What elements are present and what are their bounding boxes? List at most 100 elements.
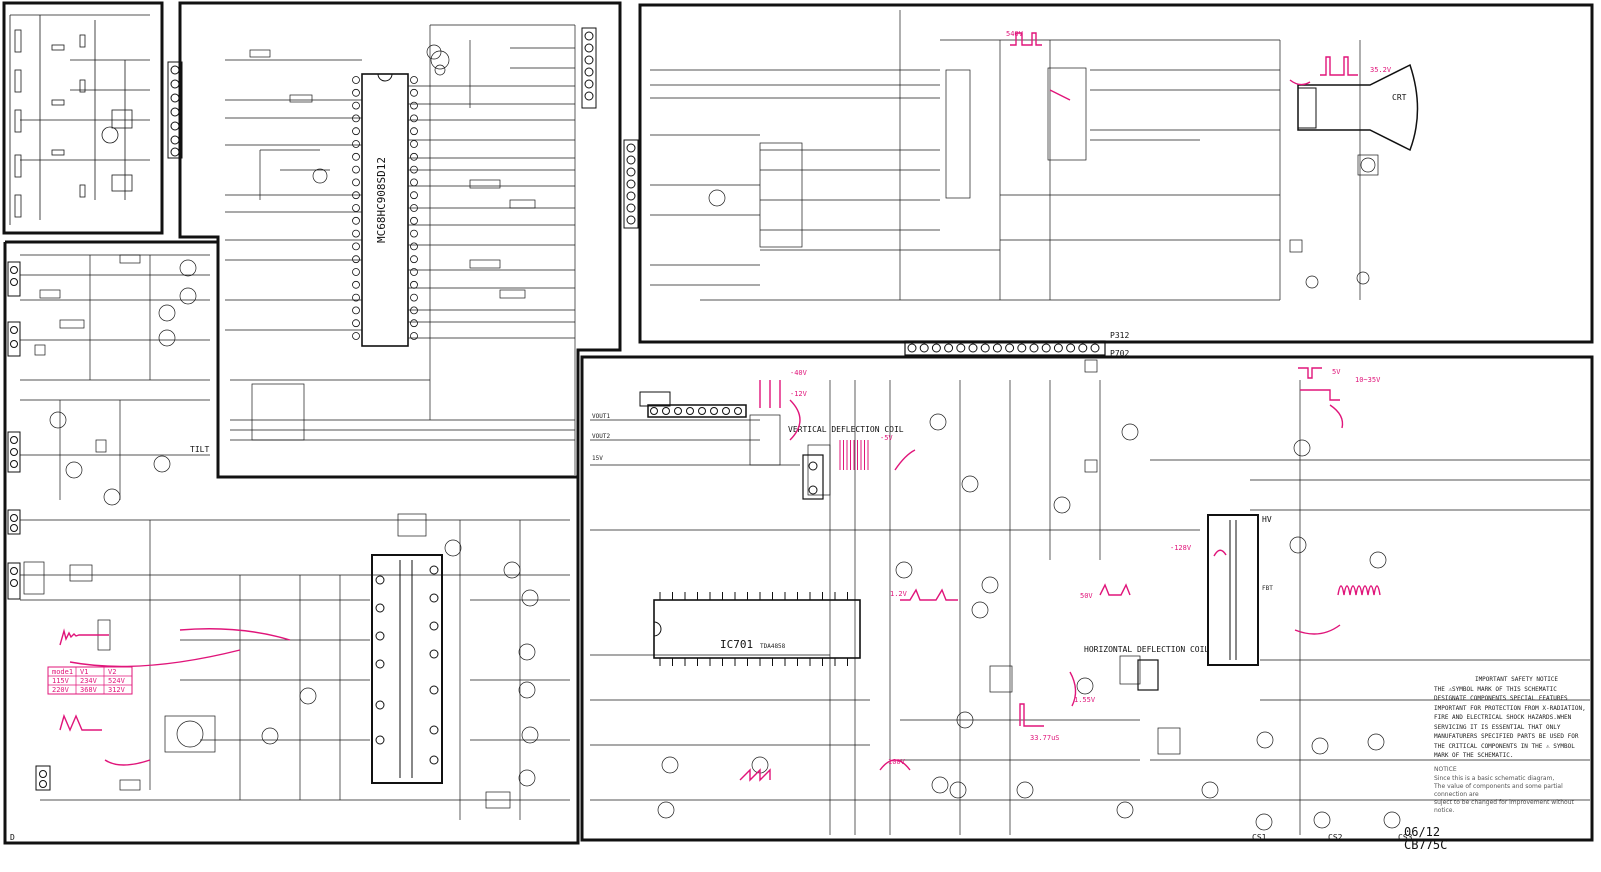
ic-pin [710, 407, 718, 415]
psu-table-cell: 312V [108, 686, 126, 694]
micro-controller-ic: MC68HC908SD12 [352, 73, 418, 347]
ic-pin [410, 127, 418, 136]
crt-board-connector-left [623, 139, 639, 229]
psu-waveforms [59, 628, 291, 766]
waveform-neg5: -5V [880, 434, 893, 442]
connector-pin [968, 343, 978, 353]
ic-pin [686, 407, 694, 415]
psu-table-header: mode1 [52, 668, 73, 676]
psu-table-cell: 115V [52, 677, 70, 685]
micro-ic-label: MC68HC908SD12 [375, 157, 388, 243]
cs3-label: CS3 [1398, 833, 1413, 842]
ic-pin [352, 319, 360, 328]
ic-pin [410, 229, 418, 238]
vout1-label: VOUT1 [592, 413, 610, 420]
ic-pin [352, 293, 360, 302]
ic-pin [410, 332, 418, 340]
vout2-label: VOUT2 [592, 433, 610, 440]
waveform-1-2v: 1.2V [890, 590, 908, 598]
safety-line: DESIGNATE COMPONENTS SPECIAL FEATURES [1434, 695, 1568, 702]
ic-pin [410, 216, 418, 225]
ic-pin [410, 140, 418, 148]
ic-pin [734, 407, 742, 415]
waveform-10-35v: 10~35V [1355, 376, 1381, 384]
ic-pin [722, 407, 730, 415]
safety-title: IMPORTANT SAFETY NOTICE [1474, 676, 1559, 683]
p312-connector: P312 P702 [904, 331, 1129, 358]
vertical-coil-label: VERTICAL DEFLECTION COIL [788, 425, 904, 434]
ic701-label: IC701 [720, 638, 753, 651]
safety-line: FIRE AND ELECTRICAL SHOCK HAZARDS.WHEN [1434, 714, 1572, 721]
fbt-transformer: HV FBT [1207, 514, 1273, 666]
deflection-waveforms: -40V -12V -5V 5V 10~35V 1.2V 50V 33.77uS… [739, 367, 1381, 782]
ic-pin [410, 114, 418, 123]
ic-pin [410, 268, 418, 276]
ic-pin [410, 178, 418, 187]
ic-pin [352, 178, 360, 187]
ic-pin [662, 407, 670, 415]
horizontal-coil-label: HORIZONTAL DEFLECTION COIL [1084, 645, 1209, 654]
ic-pin [410, 191, 418, 200]
model-footer: 06/12 CB775C [1404, 826, 1447, 852]
ic-pin [410, 101, 418, 110]
connector-pin [1053, 343, 1063, 353]
waveform-neg12: -12V [790, 390, 808, 398]
ic-pin [674, 407, 682, 415]
safety-line: IMPORTANT FOR PROTECTION FROM X-RADIATIO… [1434, 704, 1586, 712]
connector-pin [1090, 343, 1100, 353]
connector-pin [992, 343, 1002, 353]
connector-pin [1041, 343, 1051, 353]
waveform-100v: 100V [888, 758, 906, 766]
safety-notice: IMPORTANT SAFETY NOTICE THE ⚠SYMBOL MARK… [1434, 675, 1599, 761]
ic-pin [352, 306, 360, 315]
connector-pin [1078, 343, 1088, 353]
left-mid-circuit [20, 254, 210, 506]
ic-pin [352, 332, 360, 340]
connector-pin [931, 343, 941, 353]
safety-line: SERVICING IT IS ESSENTIAL THAT ONLY [1434, 723, 1561, 731]
psu-table-cell: 524V [108, 677, 126, 685]
ic-pin [352, 140, 360, 148]
connector-pin [1017, 343, 1027, 353]
left-mid-connectors [7, 261, 51, 791]
transformer-t901 [371, 554, 443, 784]
connector-pin [1005, 343, 1015, 353]
cs2-label: CS2 [1328, 833, 1343, 842]
ic-pin [352, 152, 360, 161]
ic-pin [352, 127, 360, 136]
notice-line: The value of components and some partial… [1434, 783, 1563, 798]
date-code: 06/12 [1404, 825, 1441, 839]
waveform-1-55v: 1.55V [1074, 696, 1096, 704]
crt-label: CRT [1392, 93, 1407, 102]
ic-pin [352, 280, 360, 289]
safety-line: MARK OF THE SCHEMATIC. [1434, 752, 1514, 759]
connector-pin [1066, 343, 1076, 353]
ic-pin [410, 76, 418, 84]
power-supply-circuit [20, 513, 570, 820]
ic-pin [410, 319, 418, 328]
notice-heading: NOTICE [1434, 766, 1457, 773]
safety-line: THE CRITICAL COMPONENTS IN THE ⚠ SYMBOL [1434, 742, 1575, 750]
connector-pin [980, 343, 990, 353]
ic-pin [410, 306, 418, 315]
ic-pin [698, 407, 706, 415]
hv-label: HV [1262, 515, 1272, 524]
ic-pin [410, 152, 418, 161]
fbt-label: FBT [1262, 585, 1273, 592]
ic-pin [410, 293, 418, 302]
safety-line: THE ⚠SYMBOL MARK OF THIS SCHEMATIC [1434, 685, 1557, 693]
ic-pin [410, 255, 418, 264]
ic-pin [410, 165, 418, 174]
ic-pin [352, 114, 360, 123]
ic-pin [352, 242, 360, 251]
waveform-neg128v: -128V [1170, 544, 1192, 552]
top-left-connector [167, 61, 183, 159]
15v-label: 15V [592, 455, 603, 462]
p312-label: P312 [1110, 331, 1129, 340]
ic-pin [352, 229, 360, 238]
waveform-33us: 33.77uS [1030, 734, 1060, 742]
ic-pin [410, 242, 418, 251]
board-outlines [2, 1, 1594, 845]
